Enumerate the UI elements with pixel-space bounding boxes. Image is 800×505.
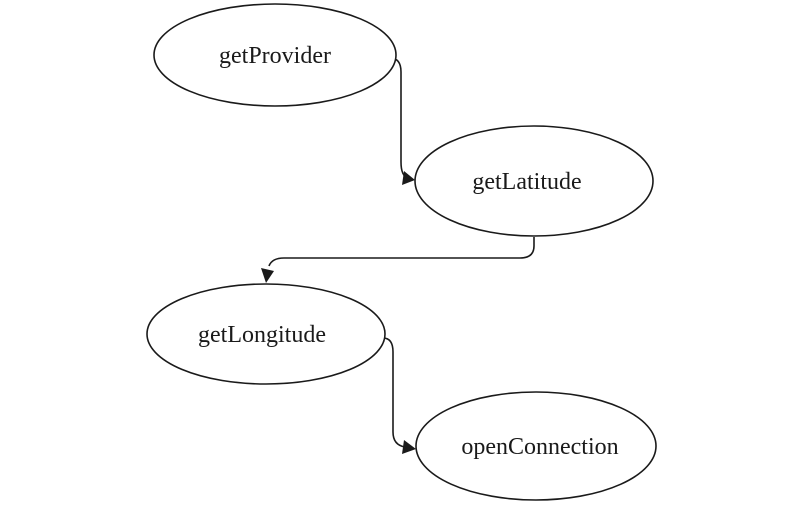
node-getlongitude[interactable]: getLongitude (146, 283, 386, 385)
node-label: getLatitude (472, 169, 581, 195)
node-openconnection[interactable]: openConnection (415, 391, 657, 501)
arrowhead-icon (402, 171, 415, 185)
node-label: getProvider (219, 43, 331, 69)
node-label: openConnection (461, 434, 618, 460)
node-getlatitude[interactable]: getLatitude (414, 125, 654, 237)
edge-getprovider-to-getlatitude (389, 57, 415, 185)
arrowhead-icon (261, 268, 274, 283)
edge-getlongitude-to-openconnection (382, 337, 416, 454)
edge-getlatitude-to-getlongitude (261, 237, 535, 283)
node-getprovider[interactable]: getProvider (153, 3, 397, 107)
node-label: getLongitude (198, 322, 326, 348)
edges (261, 57, 535, 454)
arrowhead-icon (402, 440, 416, 454)
